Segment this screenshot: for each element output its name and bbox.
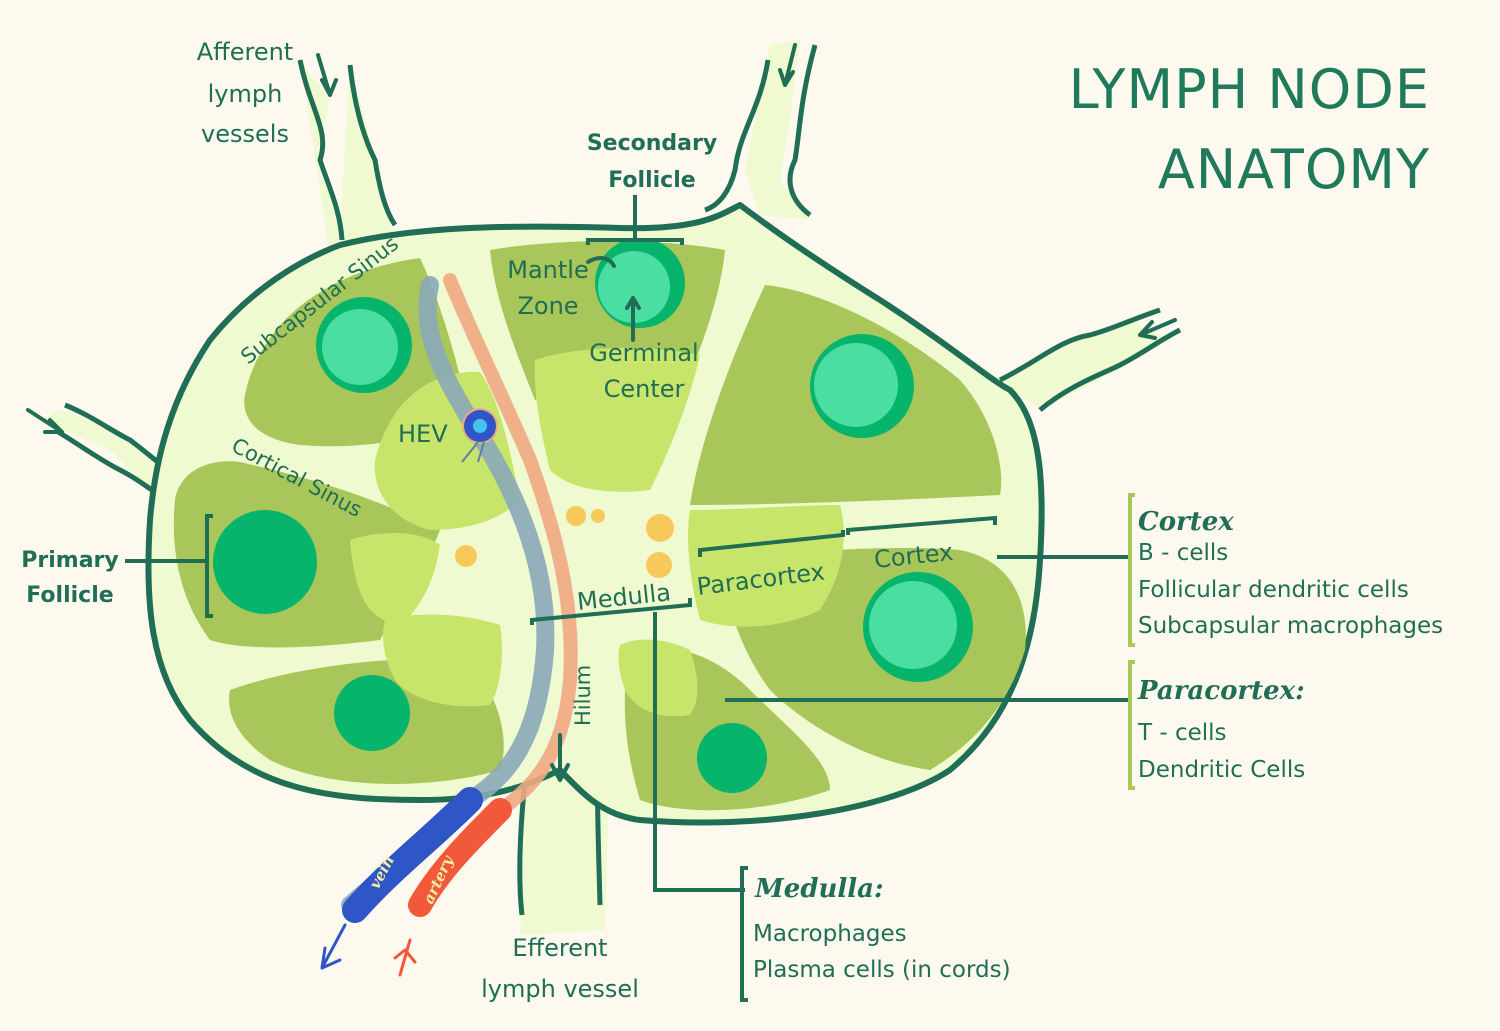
medulla-legend-bracket — [740, 866, 748, 1002]
hev-icon — [461, 408, 498, 463]
germinal-center-label-1: Germinal — [589, 339, 698, 367]
efferent-label-2: lymph vessel — [481, 975, 639, 1003]
afferent-label-3: vessels — [201, 120, 289, 148]
blood-vessels — [320, 273, 578, 977]
paracortex-cortex-bracket — [698, 515, 997, 557]
afferent-vessel-top-right — [745, 40, 810, 220]
leader-lines — [125, 195, 1128, 892]
primary-follicle-bottom-right — [697, 723, 767, 793]
legend-paracortex: Paracortex: T - cells Dendritic Cells — [1137, 676, 1305, 783]
vein-arrow-icon — [320, 923, 347, 970]
primary-follicle-bottom-left — [334, 675, 410, 751]
legend-cortex: Cortex B - cells Follicular dendritic ce… — [1138, 507, 1443, 639]
legend-cortex-item: Follicular dendritic cells — [1138, 577, 1409, 603]
title-line1: LYMPH NODE — [1069, 58, 1430, 121]
afferent-arrow-right-icon — [1138, 318, 1177, 340]
primary-follicle-label-1: Primary — [21, 548, 118, 573]
primary-follicle-left — [213, 510, 317, 614]
afferent-label-2: lymph — [208, 80, 283, 108]
mantle-zone-label-1: Mantle — [507, 256, 588, 284]
legend-medulla: Medulla: Macrophages Plasma cells (in co… — [753, 874, 1011, 983]
legend-brackets — [1128, 493, 1135, 790]
efferent-label-1: Efferent — [512, 934, 607, 962]
cortex-legend-bracket — [1128, 493, 1135, 647]
legend-medulla-item: Plasma cells (in cords) — [753, 957, 1011, 983]
paracortex-legend-bracket — [1128, 660, 1135, 790]
medulla-bracket — [530, 598, 745, 892]
germinal-center-label-2: Center — [604, 375, 685, 403]
legend-medulla-item: Macrophages — [753, 921, 907, 947]
flow-arrows — [26, 43, 1177, 782]
legend-paracortex-item: Dendritic Cells — [1138, 757, 1305, 783]
primary-follicle-bracket — [125, 514, 213, 618]
mantle-arrow-icon — [586, 256, 616, 268]
artery-arrow-icon — [393, 938, 417, 977]
legend-paracortex-heading: Paracortex: — [1137, 676, 1305, 706]
germinal-arrow-icon — [625, 296, 641, 342]
afferent-vessel-right — [1000, 320, 1170, 410]
afferent-arrow-left-icon — [26, 408, 64, 434]
secondary-follicle-label-2: Follicle — [608, 168, 695, 193]
follicles — [213, 238, 973, 793]
secondary-follicle-label-1: Secondary — [587, 131, 717, 156]
afferent-vessel-left — [40, 410, 165, 490]
title-line2: ANATOMY — [1158, 138, 1430, 201]
afferent-arrow-top-icon — [778, 43, 797, 87]
mantle-zone-label-2: Zone — [517, 292, 578, 320]
legend-paracortex-item: T - cells — [1137, 720, 1227, 746]
legend-cortex-item: Subcapsular macrophages — [1138, 613, 1443, 639]
secondary-follicle-bracket — [586, 195, 684, 245]
efferent-arrow-icon — [550, 733, 570, 782]
legend-medulla-heading: Medulla: — [754, 874, 884, 904]
hev-label: HEV — [398, 420, 448, 448]
legend-cortex-heading: Cortex — [1138, 507, 1234, 537]
afferent-arrow-icon — [316, 53, 338, 97]
afferent-label-1: Afferent — [197, 38, 293, 66]
afferent-vessels — [40, 40, 1182, 498]
hilum-label: Hilum — [571, 665, 595, 726]
primary-follicle-label-2: Follicle — [26, 583, 113, 608]
legend-cortex-item: B - cells — [1138, 540, 1228, 566]
afferent-vessel-top-left — [300, 60, 400, 255]
medulla-macrophages — [455, 506, 674, 578]
